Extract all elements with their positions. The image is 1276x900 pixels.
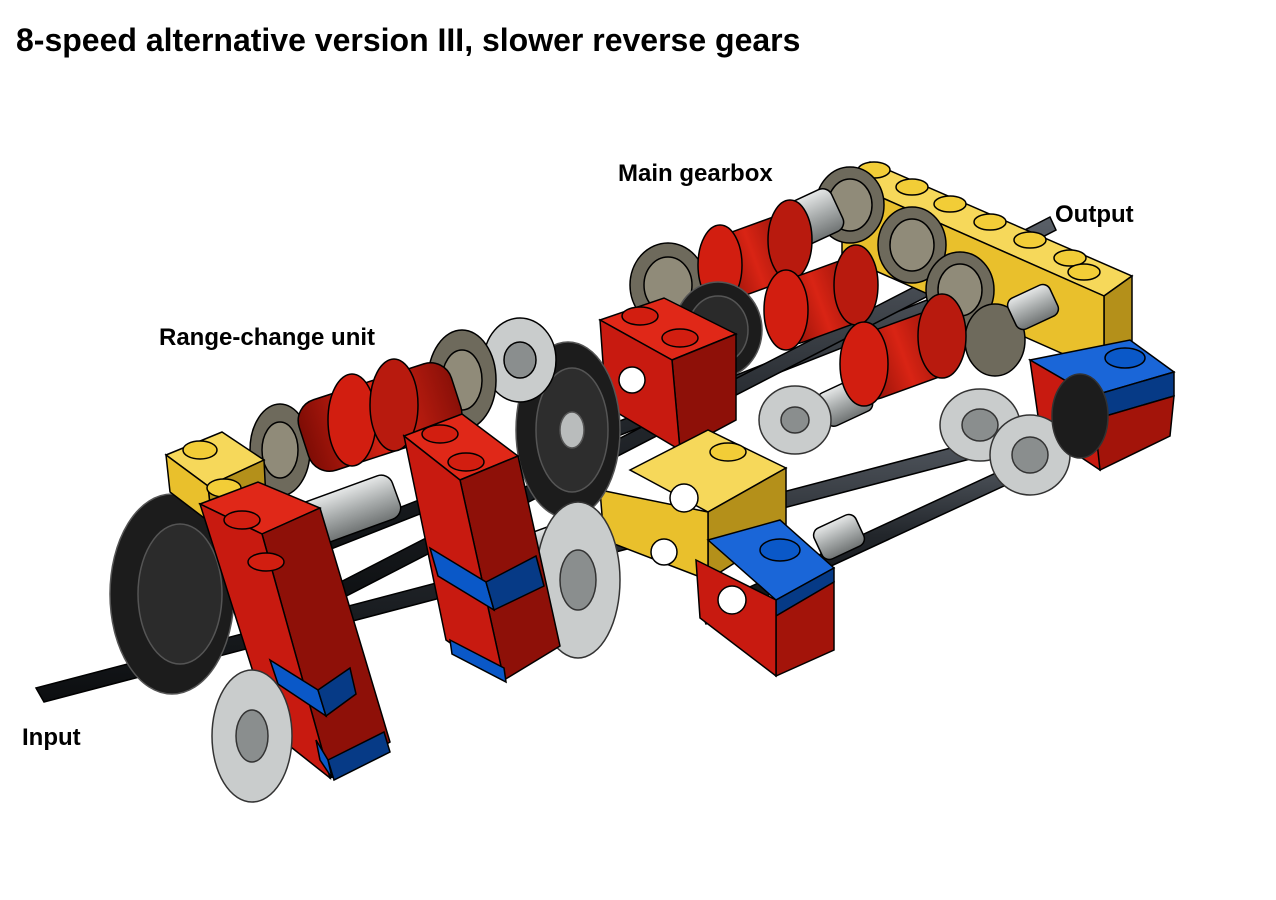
label-input: Input	[22, 724, 81, 751]
range-unit-middle-beam	[402, 413, 561, 684]
lower-axle-bushing	[812, 513, 866, 561]
input-silver-gear	[211, 669, 293, 803]
main-gearbox-red-clutches	[697, 199, 967, 407]
label-range-change-unit: Range-change unit	[159, 324, 376, 351]
center-yellow-brick	[599, 429, 788, 582]
range-unit-red-clutch	[297, 358, 463, 472]
range-unit-silver-gear	[535, 501, 621, 659]
range-unit-back-gears	[249, 317, 557, 497]
center-red-brick	[598, 297, 738, 452]
center-blue-red-brick	[695, 519, 836, 678]
front-left-beam	[164, 431, 391, 782]
label-main-gearbox: Main gearbox	[618, 160, 773, 187]
diagram-title: 8-speed alternative version III, slower …	[16, 22, 801, 58]
right-silver-gears	[758, 373, 1109, 496]
label-output: Output	[1055, 201, 1134, 228]
